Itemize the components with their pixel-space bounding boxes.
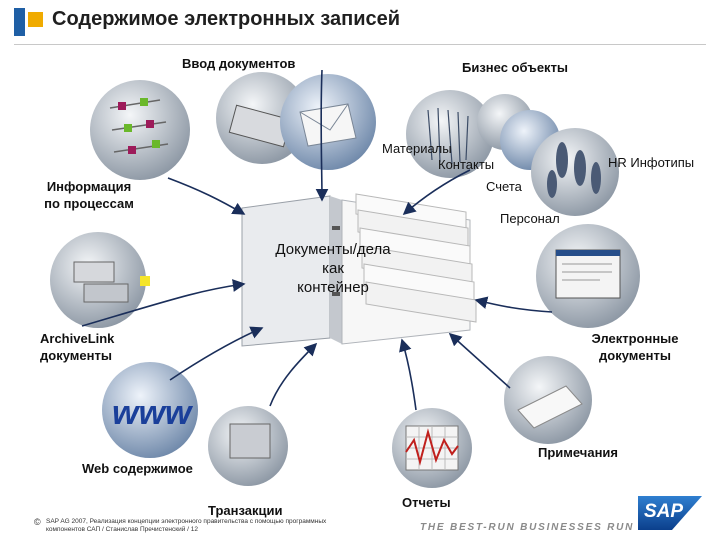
center-line2: как	[322, 260, 344, 277]
label-materials: Материалы	[382, 141, 452, 156]
page-title: Содержимое электронных записей	[52, 8, 401, 30]
archivelink-image	[50, 232, 150, 328]
center-container-label: Документы/дела как контейнер	[248, 240, 418, 297]
document-input-image	[216, 72, 376, 170]
label-input-docs: Ввод документов	[182, 56, 296, 71]
title-accent-square	[28, 12, 43, 27]
label-electronic-docs: Электронные документы	[582, 330, 688, 364]
label-process-info-line1: Информация	[46, 179, 132, 194]
reports-image	[392, 408, 472, 488]
label-reports: Отчеты	[402, 495, 451, 510]
label-hr-infotypes: HR Инфотипы	[608, 155, 695, 170]
business-objects-image	[406, 90, 619, 216]
svg-text:www: www	[112, 394, 194, 432]
center-line3: контейнер	[297, 279, 369, 296]
label-personnel: Персонал	[500, 211, 560, 226]
label-process-info-line2: по процессам	[44, 196, 134, 211]
title-divider	[14, 44, 706, 45]
label-contacts: Контакты	[438, 157, 495, 172]
sap-logo	[638, 496, 702, 530]
web-content-image: www	[102, 362, 288, 486]
sap-logo-text: SAP	[644, 501, 684, 522]
process-info-image	[90, 80, 190, 180]
label-electronic-docs-line2: документы	[599, 348, 671, 363]
electronic-docs-image	[536, 224, 640, 328]
footer-credit: SAP AG 2007, Реализация концепции электр…	[46, 518, 327, 533]
notes-image	[504, 356, 592, 444]
label-business-objects: Бизнес объекты	[462, 60, 569, 75]
label-archivelink-line2: документы	[40, 348, 112, 363]
title-accent-bar	[14, 8, 25, 36]
connector-arrows	[81, 69, 553, 411]
label-archivelink: ArchiveLink документы	[40, 330, 114, 364]
label-web-content: Web содержимое	[82, 461, 193, 476]
label-archivelink-line1: ArchiveLink	[40, 331, 115, 346]
label-notes: Примечания	[538, 445, 619, 460]
footer-tagline: THE BEST-RUN BUSINESSES RUN SAP	[420, 522, 665, 533]
label-accounts: Счета	[486, 179, 522, 194]
label-transactions: Транзакции	[208, 503, 283, 518]
label-process-info: Информация по процессам	[36, 178, 142, 212]
center-line1: Документы/дела	[275, 241, 391, 258]
copyright-symbol: ©	[34, 517, 41, 527]
label-electronic-docs-line1: Электронные	[591, 331, 679, 346]
